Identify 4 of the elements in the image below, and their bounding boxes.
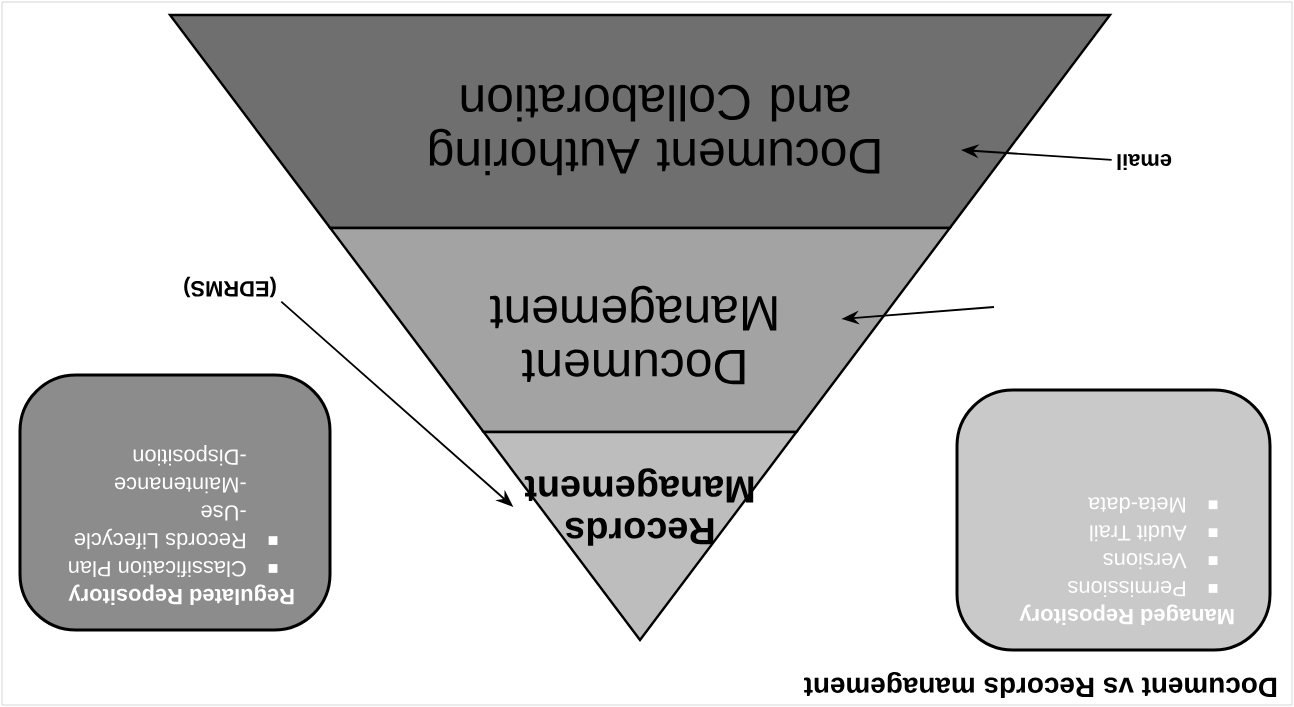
note-text: (EDRMS) — [184, 276, 276, 298]
note-text: email — [1117, 153, 1172, 171]
title: Document vs Records management — [804, 671, 1277, 699]
rounded-box: Regulated Repository Classification Plan Records Lifecycle -Use -Maintenance -Disposition — [18, 373, 332, 632]
